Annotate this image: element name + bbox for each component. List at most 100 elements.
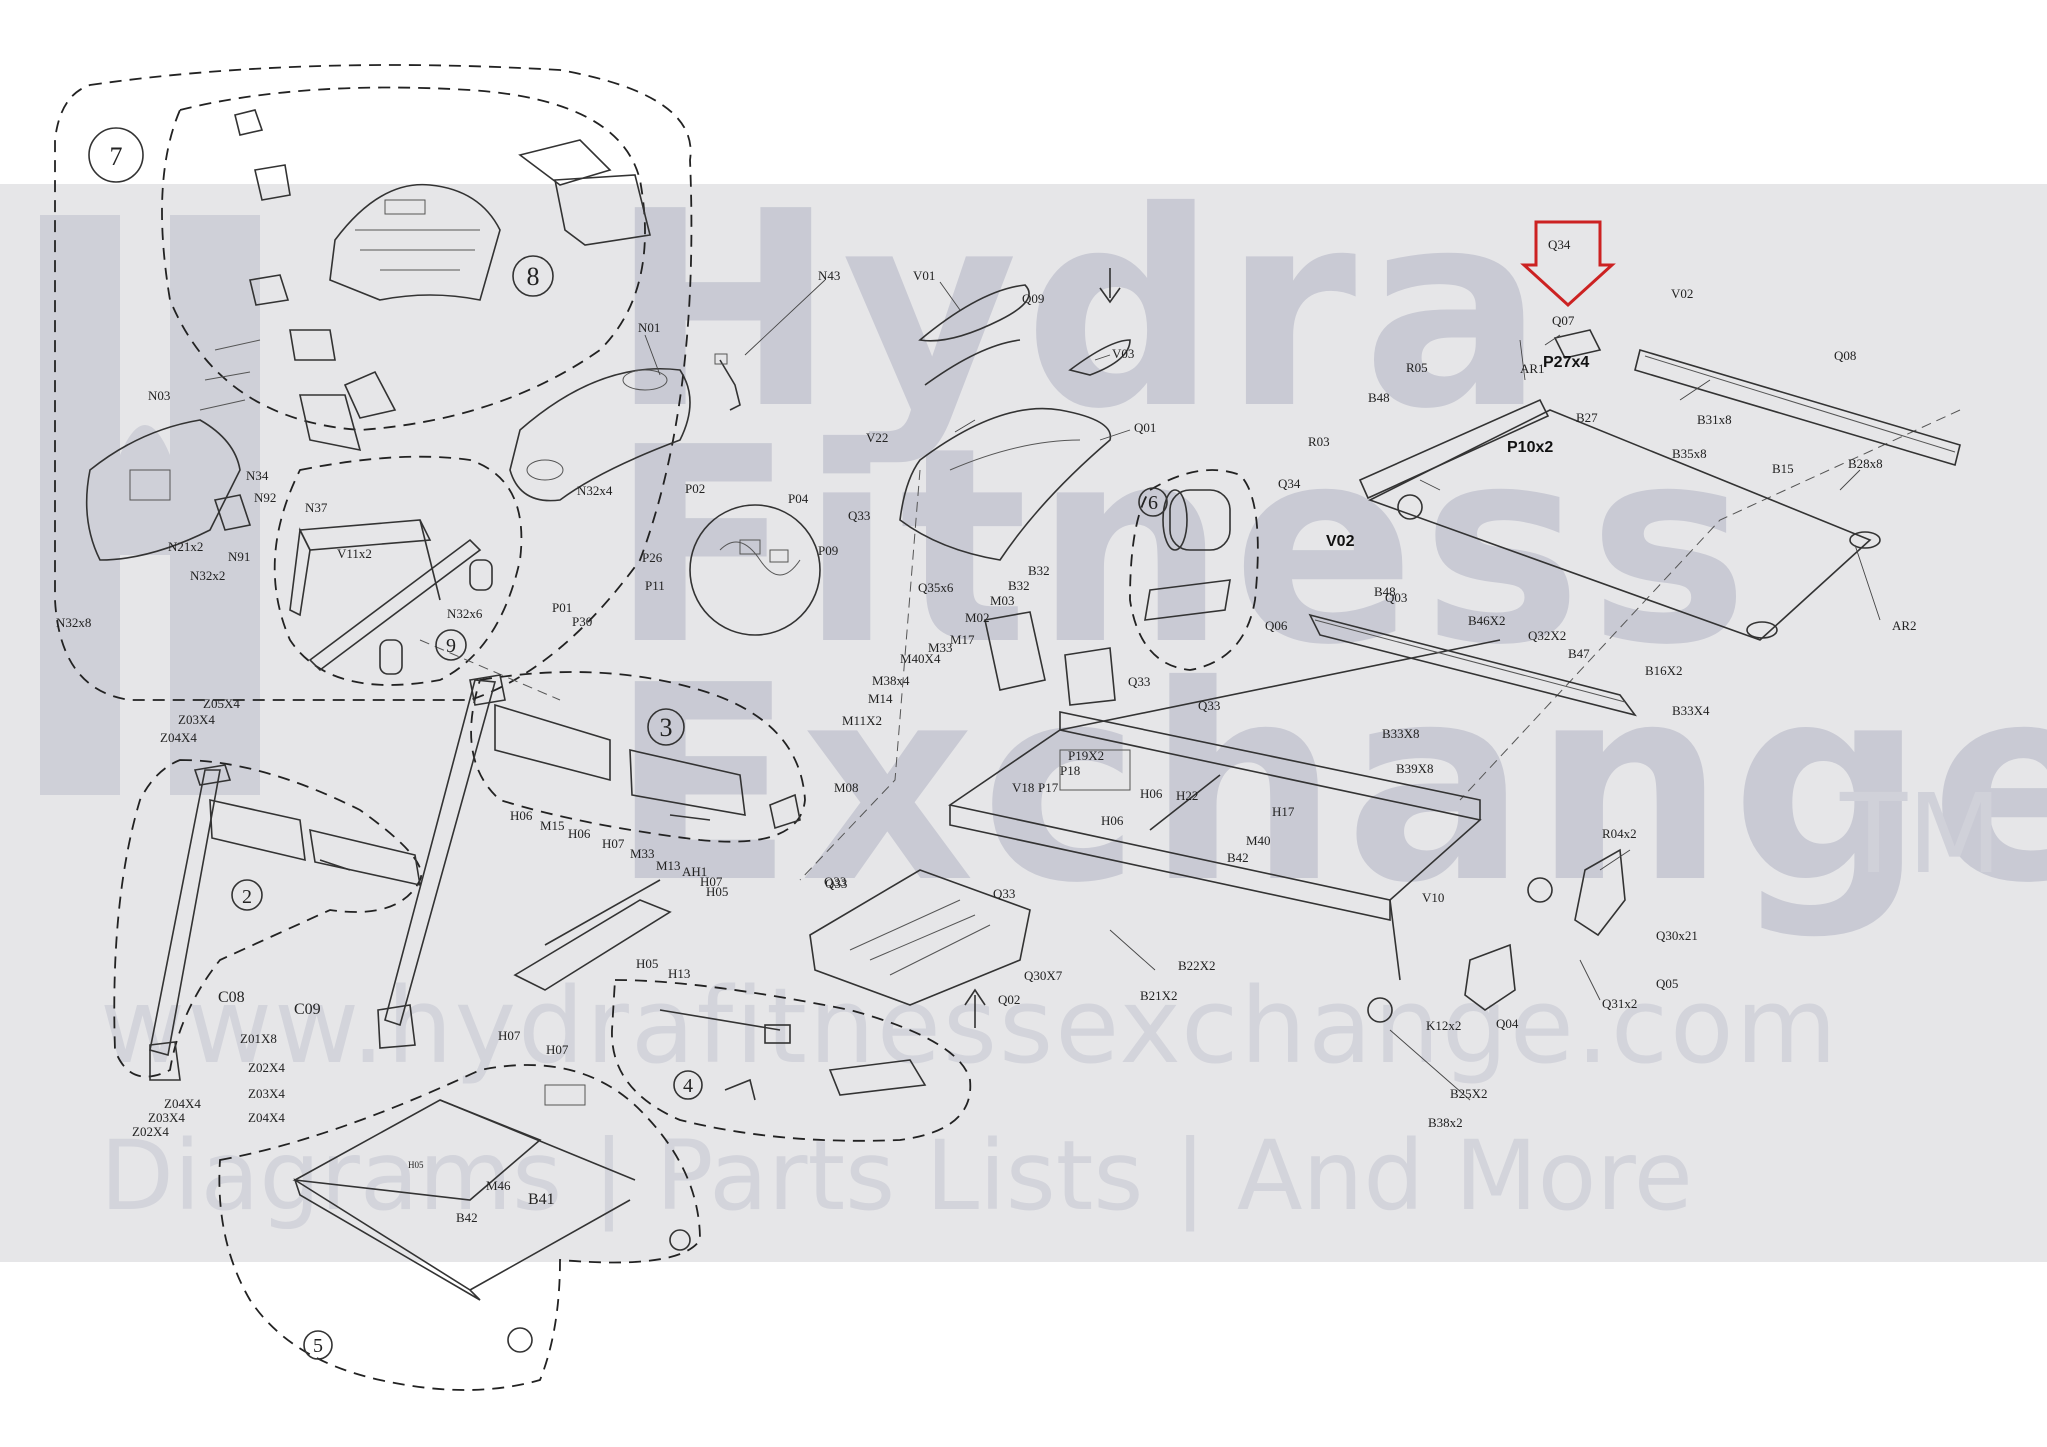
watermark-url: www.hydrafitnessexchange.com (100, 965, 1839, 1087)
label-N34: N34 (246, 468, 269, 483)
motor-bracket (984, 611, 1116, 706)
label-H07-2: H07 (700, 874, 723, 889)
label-Q04: Q04 (1496, 1016, 1519, 1031)
label-B42-1: B42 (1227, 850, 1249, 865)
watermark-tagline: Diagrams | Parts Lists | And More (100, 1120, 1693, 1232)
label-H06-2: H06 (1101, 813, 1124, 828)
handlebar-frame (289, 519, 493, 675)
svg-text:2: 2 (242, 886, 252, 908)
label-Q33-3: Q33 (1198, 698, 1220, 713)
rear-endcap-Q05 (1527, 848, 1626, 937)
label-K12x2: K12x2 (1426, 1018, 1461, 1033)
label-M38x4: M38x4 (872, 673, 910, 688)
belt-V01 (918, 284, 1030, 386)
label-V03: V03 (1112, 346, 1134, 361)
label-V02-1: V02 (1326, 533, 1355, 550)
label-H22: H22 (1176, 788, 1198, 803)
label-AR1: AR1 (1520, 361, 1545, 376)
svg-text:6: 6 (1148, 492, 1158, 514)
belt-V03 (1068, 339, 1131, 376)
crossbar-group-2 (209, 798, 421, 887)
label-M03: M03 (990, 593, 1015, 608)
label-N32x4: N32x4 (577, 483, 613, 498)
label-B42-2: B42 (456, 1210, 478, 1225)
group-number-4: 4 (673, 1070, 703, 1100)
label-Q05: Q05 (1656, 976, 1678, 991)
part-Q07-plate (1553, 329, 1602, 359)
label-P09: P09 (818, 543, 838, 558)
label-Q07: Q07 (1552, 313, 1575, 328)
label-Q31x2: Q31x2 (1602, 996, 1637, 1011)
label-B22X2: B22X2 (1178, 958, 1216, 973)
svg-text:8: 8 (527, 262, 540, 291)
label-AH1: AH1 (682, 864, 707, 879)
label-B35x8: B35x8 (1672, 446, 1707, 461)
group-8-outline (161, 86, 646, 431)
group-6-outline (1129, 469, 1259, 671)
svg-text:7: 7 (110, 142, 123, 171)
label-Z01X8: Z01X8 (240, 1031, 277, 1046)
label-H06-1: H06 (1140, 786, 1163, 801)
label-V01: V01 (913, 268, 935, 283)
label-N43: N43 (818, 268, 840, 283)
group-number-3: 3 (647, 708, 685, 746)
incline-motor-assembly (659, 1009, 927, 1101)
label-Q32X2: Q32X2 (1528, 628, 1566, 643)
label-Q08: Q08 (1834, 348, 1856, 363)
label-N21x2: N21x2 (168, 539, 203, 554)
guide-line-2 (1459, 409, 1961, 801)
group-number-7: 7 (88, 127, 144, 183)
label-B31x8: B31x8 (1697, 412, 1732, 427)
side-rail-Q03 (1308, 613, 1637, 717)
label-Q30X7: Q30X7 (1024, 968, 1063, 983)
drive-motor (1144, 489, 1231, 621)
leader-lines (644, 279, 1881, 1101)
watermark-brand-line3: Exchange (610, 627, 2047, 942)
label-Z05X4: Z05X4 (203, 696, 240, 711)
console-display-panel (329, 183, 501, 301)
label-M40: M40 (1246, 833, 1271, 848)
label-B28x8: B28x8 (1848, 456, 1883, 471)
label-Z03X4-3: Z03X4 (248, 1086, 285, 1101)
svg-text:5: 5 (313, 1335, 323, 1357)
front-roller (1358, 398, 1550, 520)
group-5-outline (218, 1064, 701, 1391)
label-M13: M13 (656, 858, 681, 873)
label-P17: P17 (1038, 780, 1059, 795)
base-frame-group-5 (292, 1084, 691, 1353)
label-Z03X4-1: Z03X4 (178, 712, 215, 727)
label-B15: B15 (1772, 461, 1794, 476)
label-P04: P04 (788, 491, 809, 506)
label-Z02X4-2: Z02X4 (248, 1060, 285, 1075)
svg-text:3: 3 (660, 713, 673, 742)
group-number-9: 9 (435, 629, 467, 661)
console-back-N03 (85, 419, 252, 561)
group-2-outline (113, 759, 423, 1078)
label-N32x8: N32x8 (56, 615, 91, 630)
crossbar-group-3 (494, 703, 801, 830)
label-R03: R03 (1308, 434, 1330, 449)
label-C08: C08 (218, 989, 245, 1006)
wire-harness-N43 (714, 353, 741, 411)
label-Q33-5: Q33 (993, 886, 1015, 901)
guide-line-1 (799, 469, 921, 881)
label-Q06: Q06 (1265, 618, 1288, 633)
label-Z03X4-2: Z03X4 (148, 1110, 185, 1125)
incline-frame (513, 879, 672, 991)
direction-arrow-up (964, 988, 986, 1028)
label-M02: M02 (965, 610, 990, 625)
label-N32x6: N32x6 (447, 606, 483, 621)
label-B38x2: B38x2 (1428, 1115, 1463, 1130)
label-R04x2: R04x2 (1602, 826, 1637, 841)
label-H07-3: H07 (498, 1028, 521, 1043)
group-number-5: 5 (303, 1330, 333, 1360)
upright-left (149, 764, 232, 1081)
label-Z04X4-1: Z04X4 (160, 730, 197, 745)
motor-hood-Q01 (899, 407, 1112, 561)
hydra-logo-icon (40, 215, 260, 795)
label-N03: N03 (148, 388, 170, 403)
label-M33-2: M33 (630, 846, 655, 861)
label-V18: V18 (1012, 780, 1034, 795)
group-4-outline (611, 979, 972, 1142)
